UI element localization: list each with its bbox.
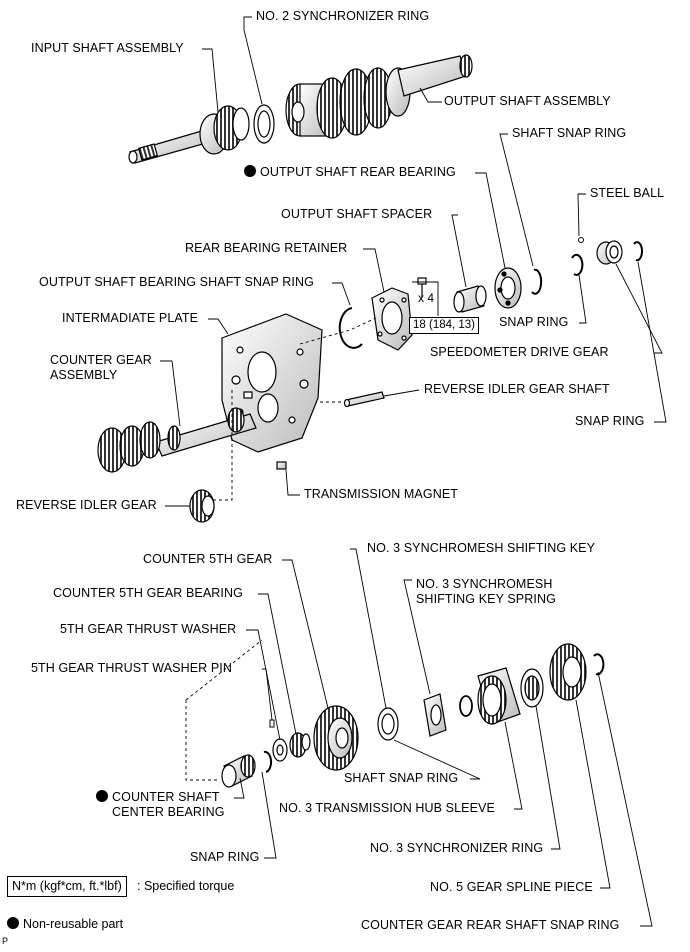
label-snap-ring-a: SNAP RING bbox=[499, 315, 569, 329]
no2-sync-ring-drawing bbox=[253, 104, 275, 144]
transmission-magnet-drawing bbox=[276, 461, 287, 470]
legend-torque-desc: : Specified torque bbox=[137, 879, 235, 893]
label-thrust-washer: 5TH GEAR THRUST WASHER bbox=[60, 622, 237, 636]
counter-gear-drawing bbox=[97, 407, 257, 473]
nonreusable-dot-icon bbox=[96, 790, 108, 802]
label-no3-shifting-key: NO. 3 SYNCHROMESH SHIFTING KEY bbox=[367, 541, 596, 555]
small-ring-drawing bbox=[459, 695, 473, 717]
output-rear-bearing-drawing bbox=[494, 267, 522, 309]
reverse-idler-shaft-drawing bbox=[343, 391, 385, 408]
label-output-rear-bearing-text: OUTPUT SHAFT REAR BEARING bbox=[260, 165, 456, 179]
nonreusable-dot-icon bbox=[7, 917, 19, 929]
label-steel-ball: STEEL BALL bbox=[590, 186, 665, 200]
no3-sync-ring-drawing bbox=[520, 668, 544, 708]
label-reverse-idler-gear: REVERSE IDLER GEAR bbox=[16, 498, 157, 512]
label-center-bearing: COUNTER SHAFT CENTER BEARING bbox=[96, 790, 225, 820]
speedometer-gear-drawing bbox=[596, 240, 623, 265]
legend-nonreusable-text: Non-reusable part bbox=[23, 917, 124, 931]
thrust-washer-drawing bbox=[272, 738, 288, 762]
label-snap-ring-c: SNAP RING bbox=[190, 850, 260, 864]
counter-5th-bearing-drawing bbox=[289, 732, 311, 758]
shaft-snap-ring-top-drawing bbox=[531, 268, 543, 295]
snap-ring-b-drawing bbox=[633, 241, 643, 262]
bolt-drawing bbox=[417, 277, 427, 298]
label-counter-gear-assembly: COUNTER GEAR ASSEMBLY bbox=[50, 353, 152, 382]
label-key-spring: NO. 3 SYNCHROMESH SHIFTING KEY SPRING bbox=[416, 577, 556, 606]
label-thrust-washer-pin: 5TH GEAR THRUST WASHER PIN bbox=[31, 661, 233, 675]
label-speedometer-gear: SPEEDOMETER DRIVE GEAR bbox=[430, 345, 609, 359]
reverse-idler-gear-drawing bbox=[189, 489, 215, 523]
output-shaft-drawing bbox=[285, 54, 473, 139]
label-output-rear-bearing: OUTPUT SHAFT REAR BEARING bbox=[244, 165, 456, 180]
label-hub-sleeve: NO. 3 TRANSMISSION HUB SLEEVE bbox=[279, 801, 495, 815]
output-bearing-snap-ring-drawing bbox=[338, 307, 363, 349]
label-counter-5th-gear: COUNTER 5TH GEAR bbox=[143, 552, 273, 566]
snap-ring-a-drawing bbox=[571, 253, 584, 276]
shaft-snap-ring-bottom-drawing bbox=[377, 707, 399, 741]
rear-bearing-retainer-drawing bbox=[371, 287, 413, 351]
counter-5th-gear-drawing bbox=[313, 705, 359, 771]
rear-snap-ring-drawing bbox=[593, 653, 605, 676]
thrust-washer-pin-drawing bbox=[269, 719, 275, 728]
label-counter-5th-bearing: COUNTER 5TH GEAR BEARING bbox=[53, 586, 243, 600]
label-no3-sync-ring: NO. 3 SYNCHRONIZER RING bbox=[370, 841, 544, 855]
bolt-quantity: x 4 bbox=[418, 291, 435, 305]
output-spacer-drawing bbox=[453, 285, 487, 313]
label-output-shaft: OUTPUT SHAFT ASSEMBLY bbox=[444, 94, 611, 108]
label-rear-snap-ring: COUNTER GEAR REAR SHAFT SNAP RING bbox=[361, 918, 620, 932]
center-bearing-drawing bbox=[221, 754, 256, 788]
label-shaft-snap-ring-bottom: SHAFT SNAP RING bbox=[344, 771, 459, 785]
legend-torque-unit: N*m (kgf*cm, ft.*lbf) bbox=[7, 876, 127, 897]
label-shaft-snap-ring-top: SHAFT SNAP RING bbox=[512, 126, 627, 140]
hub-sleeve-drawing bbox=[477, 667, 521, 725]
label-output-spacer: OUTPUT SHAFT SPACER bbox=[281, 207, 433, 221]
shifting-key-drawing bbox=[423, 693, 447, 737]
label-reverse-idler-shaft: REVERSE IDLER GEAR SHAFT bbox=[424, 382, 610, 396]
nonreusable-dot-icon bbox=[244, 165, 256, 177]
label-output-bearing-snap-ring: OUTPUT SHAFT BEARING SHAFT SNAP RING bbox=[39, 275, 314, 289]
label-spline-piece: NO. 5 GEAR SPLINE PIECE bbox=[430, 880, 593, 894]
steel-ball-drawing bbox=[578, 237, 584, 243]
figure-code: P bbox=[2, 936, 9, 946]
label-input-shaft: INPUT SHAFT ASSEMBLY bbox=[31, 41, 184, 55]
input-shaft-drawing bbox=[128, 105, 250, 164]
legend-nonreusable: Non-reusable part bbox=[7, 917, 123, 932]
label-no2-sync-ring: NO. 2 SYNCHRONIZER RING bbox=[256, 9, 430, 23]
leader-lines bbox=[160, 16, 667, 927]
torque-spec-box: 18 (184, 13) bbox=[409, 317, 480, 334]
label-center-bearing-text: COUNTER SHAFT CENTER BEARING bbox=[112, 790, 225, 819]
label-rear-bearing-retainer: REAR BEARING RETAINER bbox=[185, 241, 348, 255]
label-transmission-magnet: TRANSMISSION MAGNET bbox=[304, 487, 458, 501]
spline-piece-drawing bbox=[549, 643, 587, 701]
snap-ring-c-drawing bbox=[263, 750, 273, 773]
label-snap-ring-b: SNAP RING bbox=[575, 414, 645, 428]
label-intermediate-plate: INTERMADIATE PLATE bbox=[62, 311, 199, 325]
